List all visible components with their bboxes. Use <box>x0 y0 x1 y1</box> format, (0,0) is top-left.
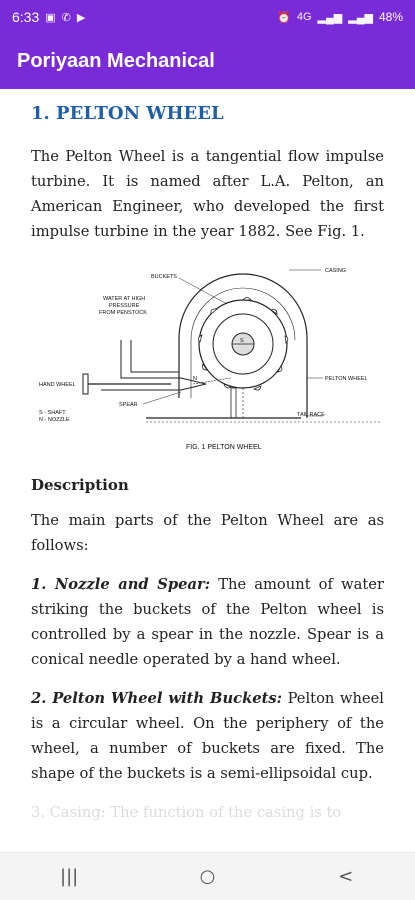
battery-percent: 48% <box>378 10 403 24</box>
description-heading: Description <box>31 476 129 494</box>
fig-label-n: N <box>193 376 197 382</box>
app-title: Poriyaan Mechanical <box>17 50 215 72</box>
app-bar: Poriyaan Mechanical <box>0 34 415 89</box>
part-label: 1. Nozzle and Spear: <box>31 576 211 593</box>
signal-icon-2: ▂▄▆ <box>348 11 373 24</box>
alarm-icon: ⏰ <box>277 11 291 24</box>
recent-apps-button[interactable]: ||| <box>49 862 89 892</box>
home-icon: ○ <box>199 866 216 887</box>
section-heading: 1. PELTON WHEEL <box>31 103 224 124</box>
faded-next-line: 3. Casing: The function of the casing is… <box>31 804 342 821</box>
fig-label-water3: FROM PENSTOCK <box>99 310 147 316</box>
status-right: ⏰ 4G ▂▄▆ ▂▄▆ 48% <box>277 10 403 24</box>
fig-label-s: S <box>240 338 244 344</box>
status-bar: 6:33 ▣ ✆ ▶ ⏰ 4G ▂▄▆ ▂▄▆ 48% <box>0 0 415 34</box>
part-text: Pelton wheel is a circular wheel. On the… <box>31 690 384 782</box>
back-button[interactable]: < <box>326 862 366 892</box>
gallery-icon: ▣ <box>45 11 56 24</box>
fig-label-nozzle: N - NOZZLE <box>39 417 70 423</box>
fig-label-water2: PRESSURE <box>109 303 140 309</box>
fig-label-shaft: S - SHAFT <box>39 410 66 416</box>
fig-label-hand-wheel: HAND WHEEL <box>39 382 76 388</box>
status-left: 6:33 ▣ ✆ ▶ <box>12 9 85 25</box>
part-nozzle-and-spear: 1. Nozzle and Spear: The amount of water… <box>31 572 384 672</box>
phone-icon: ✆ <box>61 11 71 24</box>
part-pelton-wheel-buckets: 2. Pelton Wheel with Buckets: Pelton whe… <box>31 686 384 786</box>
fig-label-water: WATER AT HIGH <box>103 296 145 302</box>
fig-label-spear: SPEAR <box>119 402 138 408</box>
pelton-wheel-figure: BUCKETS CASING WATER AT HIGH PRESSURE FR… <box>31 258 386 456</box>
fig-label-pelton-wheel: PELTON WHEEL <box>325 376 368 382</box>
network-label: 4G <box>296 11 312 23</box>
signal-icon: ▂▄▆ <box>317 11 343 24</box>
fig-label-buckets: BUCKETS <box>151 274 177 280</box>
part-text: The amount of water striking the buckets… <box>31 576 384 668</box>
youtube-icon: ▶ <box>76 11 86 24</box>
article-content[interactable]: 1. PELTON WHEEL The Pelton Wheel is a ta… <box>0 89 415 849</box>
intro-paragraph: The Pelton Wheel is a tangential flow im… <box>31 148 384 240</box>
pelton-wheel-diagram: BUCKETS CASING WATER AT HIGH PRESSURE FR… <box>39 268 381 451</box>
back-icon: < <box>338 866 354 887</box>
system-nav-bar: ||| ○ < <box>0 852 415 900</box>
status-time: 6:33 <box>12 9 40 25</box>
figure-caption: FIG. 1 PELTON WHEEL <box>186 444 262 451</box>
description-intro: The main parts of the Pelton Wheel are a… <box>31 512 384 554</box>
part-label: 2. Pelton Wheel with Buckets: <box>31 690 283 707</box>
fig-label-tail-race: TAIL RACE <box>297 412 325 418</box>
home-button[interactable]: ○ <box>187 862 227 892</box>
fig-label-casing: CASING <box>325 268 346 274</box>
recent-apps-icon: ||| <box>60 866 79 887</box>
